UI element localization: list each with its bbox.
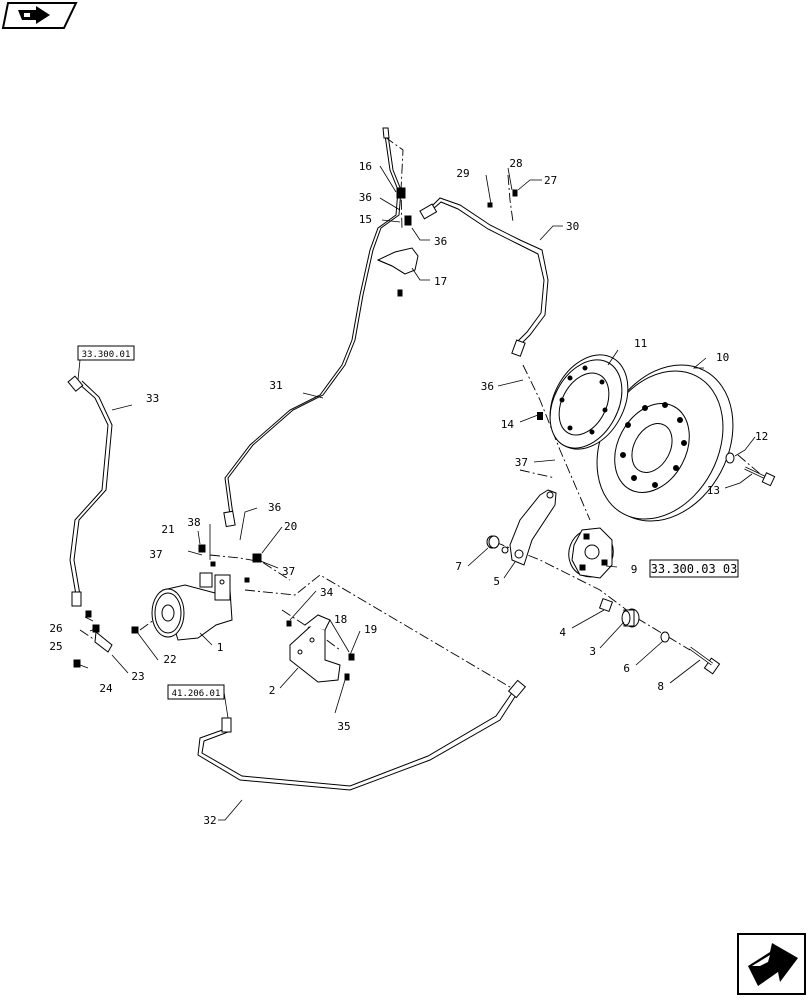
label-36c: 36 xyxy=(481,380,494,393)
label-25: 25 xyxy=(49,640,62,653)
label-20: 20 xyxy=(284,520,297,533)
label-1: 1 xyxy=(217,641,224,654)
leader-lines xyxy=(79,165,756,821)
label-19: 19 xyxy=(364,623,377,636)
label-36d: 36 xyxy=(268,501,281,514)
label-36a: 36 xyxy=(359,191,372,204)
label-23: 23 xyxy=(131,670,144,683)
ref-label-32: 41.206.01 xyxy=(172,689,221,699)
fitting-14 xyxy=(537,412,543,420)
bushing-3 xyxy=(621,608,640,628)
brake-disc-10 xyxy=(596,364,734,522)
label-11: 11 xyxy=(634,337,647,350)
hose-33 xyxy=(67,375,113,607)
part-labels: 16 36 15 36 17 29 28 27 30 11 10 36 14 1… xyxy=(49,157,768,827)
bracket-2 xyxy=(289,614,341,683)
bracket-17 xyxy=(376,247,419,275)
label-4: 4 xyxy=(559,626,566,639)
spacer-ring-11 xyxy=(549,354,629,450)
label-7: 7 xyxy=(455,560,462,573)
washer-12 xyxy=(725,452,735,464)
label-21: 21 xyxy=(161,523,174,536)
label-28: 28 xyxy=(509,157,522,170)
ref-box-33[interactable]: 33.300.01 xyxy=(77,345,135,381)
label-18: 18 xyxy=(334,613,347,626)
label-37c: 37 xyxy=(282,565,295,578)
label-27: 27 xyxy=(544,174,557,187)
label-15: 15 xyxy=(359,213,372,226)
label-31: 31 xyxy=(269,379,282,392)
label-36b: 36 xyxy=(434,235,447,248)
label-12: 12 xyxy=(755,430,768,443)
label-34: 34 xyxy=(320,586,334,599)
label-8: 8 xyxy=(657,680,664,693)
label-10: 10 xyxy=(716,351,729,364)
label-13: 13 xyxy=(707,484,720,497)
label-3: 3 xyxy=(589,645,596,658)
bolt-8 xyxy=(689,646,721,675)
actuator-1 xyxy=(151,572,233,641)
label-29: 29 xyxy=(456,167,469,180)
label-22: 22 xyxy=(163,653,176,666)
label-37b: 37 xyxy=(149,548,162,561)
previous-page-arrow-icon[interactable] xyxy=(1,2,78,29)
label-33: 33 xyxy=(146,392,159,405)
ref-box-caliper[interactable]: 33.300.03 03 xyxy=(649,559,739,578)
caliper-9 xyxy=(568,527,614,579)
spacer-4 xyxy=(598,597,614,613)
label-35: 35 xyxy=(337,720,350,733)
label-16: 16 xyxy=(359,160,372,173)
brake-line-32 xyxy=(197,679,527,791)
ref-box-32[interactable]: 41.206.01 xyxy=(167,684,229,719)
label-5: 5 xyxy=(493,575,500,588)
label-14: 14 xyxy=(501,418,515,431)
label-24: 24 xyxy=(99,682,113,695)
small-hardware xyxy=(73,187,518,681)
label-2: 2 xyxy=(269,684,276,697)
label-30: 30 xyxy=(566,220,579,233)
washer-7 xyxy=(486,535,500,549)
label-37a: 37 xyxy=(515,456,528,469)
next-page-arrow-icon[interactable] xyxy=(737,933,806,995)
label-9: 9 xyxy=(631,563,638,576)
label-32: 32 xyxy=(203,814,216,827)
brake-line-31 xyxy=(223,127,402,528)
bolt-13 xyxy=(744,466,776,487)
brake-line-30 xyxy=(419,197,549,357)
lever-bracket-5 xyxy=(501,489,557,566)
ref-label-caliper: 33.300.03 03 xyxy=(651,562,738,576)
label-38: 38 xyxy=(187,516,200,529)
ref-label-33: 33.300.01 xyxy=(82,350,131,360)
label-6: 6 xyxy=(623,662,630,675)
washer-6 xyxy=(660,631,670,643)
label-17: 17 xyxy=(434,275,447,288)
label-26: 26 xyxy=(49,622,62,635)
